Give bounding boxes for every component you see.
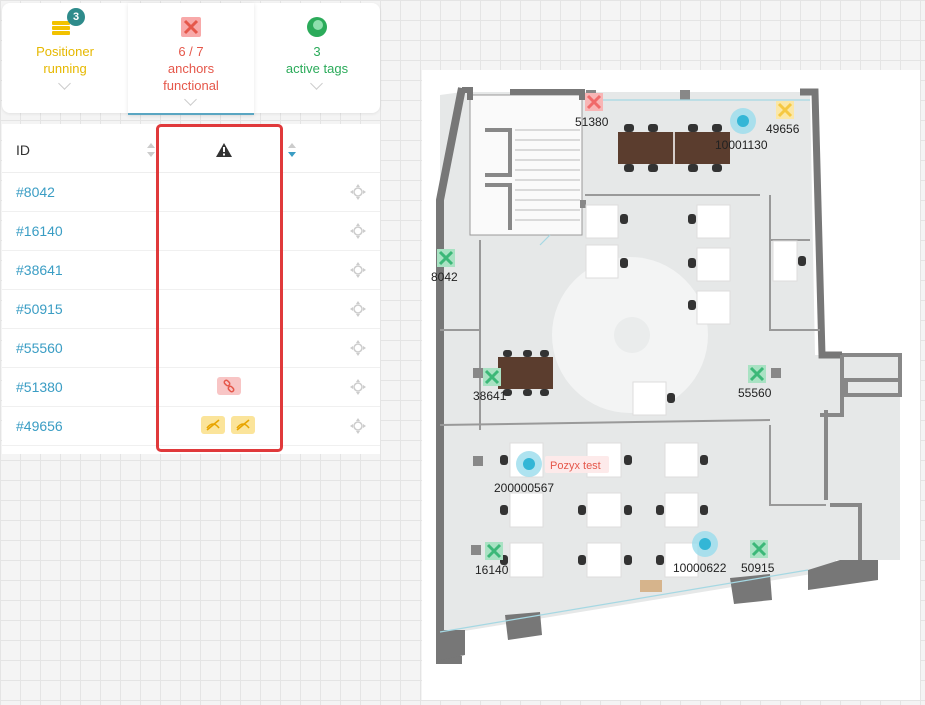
anchors-label: anchors — [167, 61, 215, 76]
anchor-marker-51380[interactable] — [585, 93, 603, 111]
locate-crosshair-icon[interactable] — [350, 223, 366, 239]
anchor-marker-55560[interactable] — [748, 365, 766, 383]
tag-icon — [307, 17, 327, 37]
anchor-label-51380: 51380 — [575, 115, 609, 129]
tag-name-pozyx-test: Pozyx test — [550, 460, 601, 472]
warnings-column-highlight — [156, 124, 283, 452]
positioner-badge: 3 — [67, 8, 85, 26]
locate-crosshair-icon[interactable] — [350, 418, 366, 434]
no-signal-icon — [201, 416, 225, 434]
anchor-label-49656: 49656 — [766, 122, 800, 136]
anchor-id-link[interactable]: #38641 — [16, 262, 63, 278]
locate-crosshair-icon[interactable] — [350, 379, 366, 395]
locate-crosshair-icon[interactable] — [350, 262, 366, 278]
anchor-marker-49656[interactable] — [776, 101, 794, 119]
anchor-id-link[interactable]: #16140 — [16, 223, 63, 239]
positioner-stack-icon — [52, 21, 70, 35]
status-panel: 3 Positioner running 6 / 7 anchors funct… — [2, 3, 380, 115]
tag-label-10001130: 10001130 — [715, 138, 768, 152]
table-row[interactable]: #8042 — [2, 173, 380, 212]
anchor-label-50915: 50915 — [741, 561, 775, 575]
anchor-id-link[interactable]: #50915 — [16, 301, 63, 317]
table-row[interactable]: #50915 — [2, 290, 380, 329]
anchor-table: ID #8042 #16140 #38641 #50915 #55560 #51380 #4… — [2, 124, 380, 454]
anchors-count: 6 / 7 — [178, 44, 204, 59]
chevron-down-icon — [58, 77, 71, 90]
meeting-table — [498, 357, 553, 389]
chevron-down-icon — [310, 77, 323, 90]
tag-label-10000622: 10000622 — [673, 561, 727, 575]
tag-label-200000567: 200000567 — [494, 481, 554, 495]
tags-count: 3 — [313, 44, 321, 59]
anchor-marker-16140[interactable] — [485, 542, 503, 560]
anchor-label-16140: 16140 — [475, 563, 509, 577]
anchor-id-link[interactable]: #49656 — [16, 418, 63, 434]
table-row[interactable]: #55560 — [2, 329, 380, 368]
anchor-id-link[interactable]: #8042 — [16, 184, 55, 200]
sort-icon[interactable] — [147, 143, 155, 157]
table-header: ID — [2, 124, 380, 173]
table-row[interactable]: #51380 — [2, 368, 380, 407]
locate-crosshair-icon[interactable] — [350, 301, 366, 317]
anchor-label-8042: 8042 — [431, 270, 458, 284]
positioner-state: running — [43, 61, 87, 76]
anchor-error-icon — [181, 17, 201, 37]
table-row[interactable]: #16140 — [2, 212, 380, 251]
sort-active-icon[interactable] — [288, 143, 296, 157]
anchors-status-card[interactable]: 6 / 7 anchors functional — [128, 3, 254, 115]
stairwell — [469, 94, 583, 236]
positioner-status-card[interactable]: 3 Positioner running — [2, 3, 128, 113]
outer-wall — [436, 87, 466, 664]
anchor-marker-50915[interactable] — [750, 540, 768, 558]
disconnected-link-icon — [217, 377, 241, 395]
locate-crosshair-icon[interactable] — [350, 184, 366, 200]
tag-name-badge — [545, 456, 609, 473]
anchors-state: functional — [163, 78, 219, 93]
anchor-marker-8042[interactable] — [437, 249, 455, 267]
anchor-label-38641: 38641 — [473, 389, 507, 403]
floor-plan-map[interactable]: 51380 49656 8042 38641 55560 16140 — [422, 70, 920, 700]
floor-plan[interactable]: 51380 49656 8042 38641 55560 16140 — [422, 70, 920, 700]
no-signal-icon — [231, 416, 255, 434]
locate-crosshair-icon[interactable] — [350, 340, 366, 356]
tags-label: active tags — [285, 61, 349, 76]
storage-box — [640, 580, 662, 592]
id-column-header[interactable]: ID — [16, 142, 30, 158]
anchor-id-link[interactable]: #55560 — [16, 340, 63, 356]
anchor-id-link[interactable]: #51380 — [16, 379, 63, 395]
tags-status-card[interactable]: 3 active tags — [254, 3, 380, 113]
tag-marker-10000622[interactable] — [692, 531, 718, 557]
table-row[interactable]: #38641 — [2, 251, 380, 290]
anchor-marker-38641[interactable] — [483, 368, 501, 386]
positioner-label: Positioner — [36, 44, 94, 59]
anchor-label-55560: 55560 — [738, 386, 772, 400]
chevron-down-icon — [184, 93, 197, 106]
tag-marker-200000567[interactable] — [516, 451, 542, 477]
warning-column-icon[interactable] — [216, 143, 232, 157]
tag-marker-10001130[interactable] — [730, 108, 756, 134]
table-row[interactable]: #49656 — [2, 407, 380, 446]
